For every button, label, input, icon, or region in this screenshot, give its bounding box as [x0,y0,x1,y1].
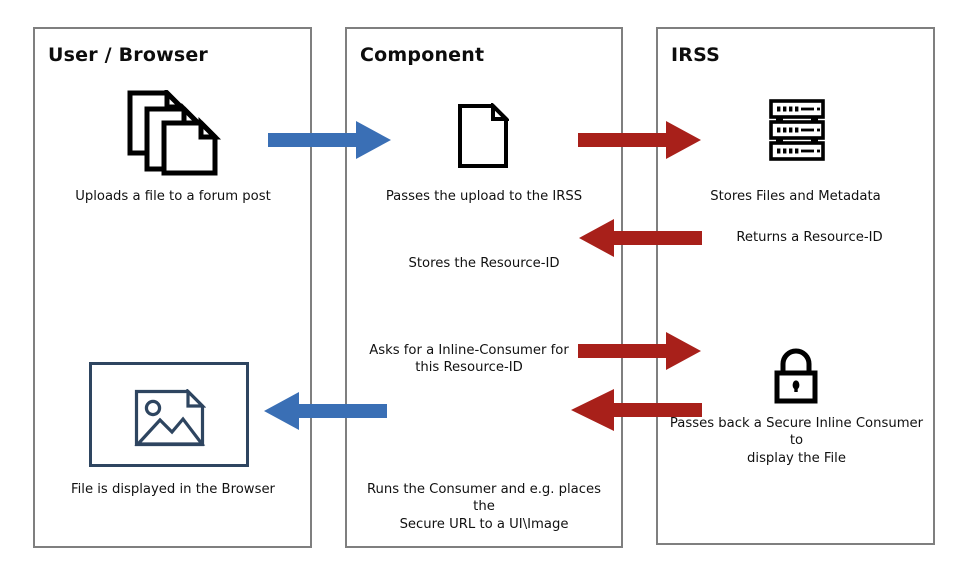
arrow-return-consumer [570,386,702,434]
arrow-upload-to-component [268,118,392,162]
image-placeholder-icon [134,389,206,447]
caption-asks-for-consumer: Asks for a Inline-Consumer for this Reso… [369,343,569,376]
documents-stack-icon [127,90,223,176]
lane-title-irss: IRSS [671,44,721,66]
caption-passes-upload: Passes the upload to the IRSS [385,189,583,204]
caption-returns-resource-id: Returns a Resource-ID [736,230,883,245]
caption-file-displayed: File is displayed in the Browser [71,482,275,497]
lane-title-user-browser: User / Browser [48,44,208,66]
lane-title-component: Component [360,44,485,66]
document-icon [457,103,509,169]
caption-stores-files: Stores Files and Metadata [710,189,881,204]
arrow-component-to-irss [578,118,702,162]
caption-runs-consumer: Runs the Consumer and e.g. places the Se… [366,482,602,532]
caption-passes-back-consumer: Passes back a Secure Inline Consumer to … [669,416,924,466]
caption-uploads-file: Uploads a file to a forum post [75,189,271,204]
caption-stores-resource-id: Stores the Resource-ID [408,256,560,271]
server-rack-icon [768,98,826,164]
arrow-render-in-browser [263,389,387,433]
lock-icon [771,347,821,405]
arrow-irss-to-component [578,216,702,260]
arrow-ask-consumer [578,329,702,373]
